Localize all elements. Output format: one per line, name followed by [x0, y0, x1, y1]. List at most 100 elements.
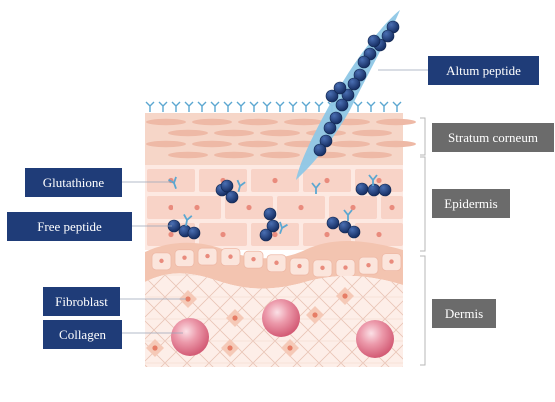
- free-peptide-icon: [355, 182, 392, 197]
- corneum-cell: [330, 140, 370, 148]
- stratum-corneum-layer: [145, 113, 416, 165]
- cell-nucleus: [246, 204, 252, 211]
- cell-nucleus: [159, 258, 164, 264]
- peptide-bead: [381, 29, 395, 43]
- corneum-cell: [168, 129, 208, 137]
- cell-nucleus: [366, 262, 371, 268]
- surface-receptor-icon: [249, 101, 259, 112]
- surface-receptor-icon: [197, 101, 207, 112]
- corneum-cell: [192, 118, 232, 126]
- corneum-cell: [352, 129, 392, 137]
- cell-nucleus: [182, 255, 187, 260]
- surface-receptor-icon: [184, 101, 194, 112]
- collagen-sphere: [262, 299, 300, 337]
- surface-receptor-icon: [210, 101, 220, 112]
- cell-nucleus: [324, 231, 330, 238]
- corneum-cell: [238, 140, 278, 148]
- epidermis-molecules: [167, 174, 392, 242]
- cell-nucleus: [350, 204, 356, 211]
- free-peptide-label: Free peptide: [7, 212, 132, 241]
- cell-nucleus: [274, 260, 279, 265]
- glutathione-icon: [279, 221, 288, 234]
- layer-brackets: [420, 117, 426, 366]
- connector-lines: [110, 69, 428, 334]
- peptide-bead: [341, 88, 355, 102]
- cell-nucleus: [228, 254, 233, 259]
- corneum-cell: [168, 151, 208, 159]
- stratum-corneum-label: Stratum corneum: [432, 123, 554, 152]
- cell-nucleus: [272, 177, 278, 184]
- surface-receptor-icon: [379, 101, 389, 112]
- cell-nucleus: [168, 231, 174, 238]
- fibroblast-cell: [226, 309, 244, 327]
- corneum-cell: [352, 151, 392, 159]
- peptide-bead: [325, 89, 339, 103]
- cell-nucleus: [194, 204, 200, 211]
- cell-nucleus: [389, 204, 395, 211]
- surface-receptor-icon: [366, 101, 376, 112]
- fibroblast-cell: [146, 339, 164, 357]
- cell-nucleus: [297, 263, 302, 269]
- surface-receptor-icon: [236, 101, 246, 112]
- surface-receptor-icon: [392, 101, 402, 112]
- peptide-bead: [319, 134, 333, 148]
- collagen-sphere: [356, 320, 394, 358]
- corneum-cell: [192, 140, 232, 148]
- collagen-spheres: [171, 299, 394, 358]
- surface-receptor-icon: [158, 101, 168, 112]
- corneum-cell: [146, 118, 186, 126]
- cell-nucleus: [389, 259, 394, 264]
- corneum-cell: [146, 140, 186, 148]
- corneum-cell: [376, 140, 416, 148]
- fibroblast-cell: [221, 339, 239, 357]
- cell-nucleus: [376, 177, 382, 184]
- collagen-label: Collagen: [43, 320, 122, 349]
- dermis-label: Dermis: [432, 299, 496, 328]
- surface-receptor-icon: [145, 101, 155, 112]
- surface-receptor-icon: [314, 101, 324, 112]
- glutathione-icon: [236, 179, 246, 193]
- surface-receptor-icon: [288, 101, 298, 112]
- corneum-cell: [214, 129, 254, 137]
- peptide-bead: [347, 77, 361, 91]
- surface-receptor-icon: [301, 101, 311, 112]
- corneum-cell: [284, 118, 324, 126]
- free-peptide-icon: [259, 207, 280, 242]
- fibroblast-cell: [306, 306, 324, 324]
- surface-receptor-icon: [275, 101, 285, 112]
- epidermis-layer: [145, 165, 403, 250]
- corneum-cell: [214, 151, 254, 159]
- surface-receptors: [145, 101, 402, 112]
- peptide-bead: [335, 98, 349, 112]
- peptide-bead: [353, 68, 367, 82]
- cell-nucleus: [205, 253, 210, 259]
- corneum-cell: [260, 129, 300, 137]
- fibroblast-label: Fibroblast: [43, 287, 120, 316]
- free-peptide-icon: [167, 219, 201, 240]
- surface-receptor-icon: [171, 101, 181, 112]
- cell-nucleus: [272, 231, 278, 238]
- corneum-cell: [238, 118, 278, 126]
- surface-receptor-icon: [262, 101, 272, 112]
- surface-receptor-icon: [353, 101, 363, 112]
- cell-nucleus: [320, 265, 325, 271]
- free-peptide-icon: [326, 216, 361, 239]
- glutathione-icon: [368, 174, 378, 186]
- peptide-bead: [323, 121, 337, 135]
- glutathione-icon: [168, 176, 177, 189]
- peptide-bead: [357, 55, 371, 69]
- fibroblast-cell: [179, 290, 197, 308]
- altum-peptide-carrier: [296, 10, 400, 180]
- peptide-bead: [329, 111, 343, 125]
- glutathione-label: Glutathione: [25, 168, 122, 197]
- cell-nucleus: [220, 231, 226, 238]
- peptide-bead: [333, 81, 347, 95]
- glutathione-icon: [183, 213, 193, 227]
- corneum-cell: [376, 118, 416, 126]
- cell-nucleus: [298, 204, 304, 211]
- cell-nucleus: [168, 204, 174, 211]
- altum-peptide-label: Altum peptide: [428, 56, 539, 85]
- cell-nucleus: [324, 177, 330, 184]
- fibroblast-cell: [281, 339, 299, 357]
